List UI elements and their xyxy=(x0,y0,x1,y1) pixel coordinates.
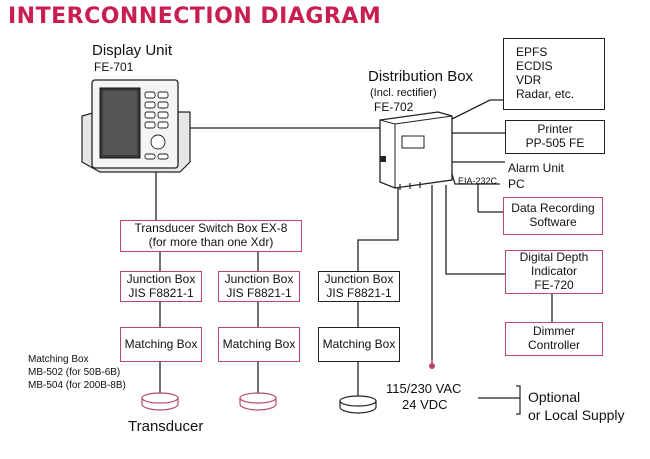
matching-box-3: Matching Box xyxy=(318,327,400,362)
data-recording-line1: Data Recording xyxy=(511,201,595,216)
junction-box-2-model: JIS F8821-1 xyxy=(226,285,292,300)
distribution-box-label: Distribution Box xyxy=(368,68,474,85)
junction-box-1: Junction Box JIS F8821-1 xyxy=(120,271,202,302)
matching-box-2: Matching Box xyxy=(218,327,300,362)
printer-name: Printer xyxy=(537,122,573,137)
nav-input-vdr: VDR xyxy=(516,73,542,87)
distribution-box-drawing xyxy=(379,111,453,190)
junction-box-3-model: JIS F8821-1 xyxy=(326,285,392,300)
dimmer-line2: Controller xyxy=(527,338,581,352)
distribution-box-model: FE-702 xyxy=(374,100,414,114)
junction-box-1-name: Junction Box xyxy=(126,271,196,286)
printer-model: PP-505 FE xyxy=(525,136,585,150)
junction-box-3-name: Junction Box xyxy=(324,271,394,286)
navigation-inputs-box: EPFS ECDIS VDR Radar, etc. xyxy=(503,38,605,110)
matching-box-3-label: Matching Box xyxy=(322,336,396,351)
nav-input-radar: Radar, etc. xyxy=(516,86,575,101)
distribution-box-note: (Incl. rectifier) xyxy=(370,87,437,99)
nav-input-epfs: EPFS xyxy=(516,45,548,60)
switch-box-line1: Transducer Switch Box EX-8 xyxy=(134,221,288,236)
transducer-label: Transducer xyxy=(128,418,204,435)
power-dc-label: 24 VDC xyxy=(402,397,448,412)
dimmer-box: Dimmer Controller xyxy=(505,322,603,356)
nav-input-ecdis: ECDIS xyxy=(516,59,553,74)
display-unit-model: FE-701 xyxy=(94,60,134,74)
matching-note-title: Matching Box xyxy=(28,354,89,365)
digital-depth-line1: Digital Depth xyxy=(519,250,589,265)
data-recording-box: Data Recording Software xyxy=(503,197,603,235)
display-unit-drawing xyxy=(81,79,191,173)
digital-depth-box: Digital Depth Indicator FE-720 xyxy=(505,250,603,294)
matching-box-1-label: Matching Box xyxy=(124,336,198,351)
interface-label: EIA-232C xyxy=(458,176,498,186)
transducer-2 xyxy=(239,392,277,411)
data-recording-line2: Software xyxy=(529,215,577,229)
switch-box-line2: (for more than one Xdr) xyxy=(148,235,274,249)
matching-note-mb504: MB-504 (for 200B-8B) xyxy=(28,380,126,391)
digital-depth-line2: Indicator xyxy=(530,264,578,279)
optional-bracket xyxy=(516,385,521,415)
matching-box-2-label: Matching Box xyxy=(222,336,296,351)
power-ac-label: 115/230 VAC xyxy=(386,381,462,396)
switch-box: Transducer Switch Box EX-8 (for more tha… xyxy=(120,220,302,252)
matching-note-mb502: MB-502 (for 50B-6B) xyxy=(28,367,121,378)
display-unit-label: Display Unit xyxy=(92,42,173,59)
junction-box-3: Junction Box JIS F8821-1 xyxy=(318,271,400,302)
dimmer-line1: Dimmer xyxy=(533,324,575,339)
pc-label: PC xyxy=(508,177,525,191)
diagram-title: INTERCONNECTION DIAGRAM xyxy=(8,4,382,29)
alarm-unit-label: Alarm Unit xyxy=(508,161,565,175)
local-supply-label: or Local Supply xyxy=(528,407,625,423)
optional-label: Optional xyxy=(528,389,581,405)
matching-box-1: Matching Box xyxy=(120,327,202,362)
transducer-1 xyxy=(141,392,179,411)
junction-box-2-name: Junction Box xyxy=(224,271,294,286)
junction-box-1-model: JIS F8821-1 xyxy=(128,285,194,300)
digital-depth-line3: FE-720 xyxy=(534,277,574,292)
junction-box-2: Junction Box JIS F8821-1 xyxy=(218,271,300,302)
power-terminal xyxy=(429,363,435,369)
transducer-3 xyxy=(339,395,377,414)
printer-box: Printer PP-505 FE xyxy=(505,120,605,154)
